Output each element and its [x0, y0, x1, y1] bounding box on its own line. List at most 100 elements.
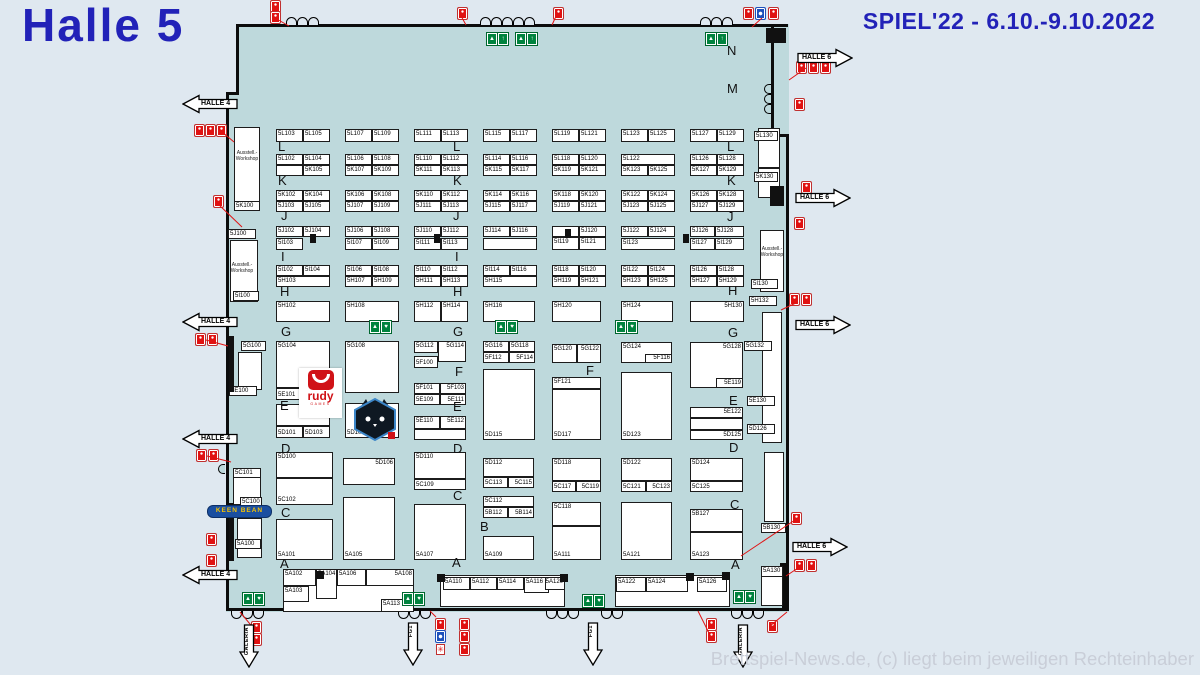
- wall-block: [565, 229, 571, 238]
- booth-5C115: 5C115: [508, 477, 534, 488]
- exit-icon: ▲: [734, 591, 744, 603]
- exit-sign-pair: ▲♥: [370, 321, 391, 333]
- row-letter-H: H: [453, 284, 463, 299]
- wall-block: [310, 234, 316, 243]
- booth-5J121: 5J121: [579, 201, 606, 212]
- booth-5D122: 5D122: [621, 458, 672, 481]
- door-arc: [731, 611, 742, 619]
- wall-block: [766, 28, 786, 43]
- booth-5C112: 5C112: [483, 496, 534, 507]
- booth-5I129: 5I129: [715, 238, 744, 250]
- booth-5I107: 5I107: [345, 238, 372, 250]
- booth-box: [238, 352, 262, 390]
- booth-5K130: 5K130: [754, 172, 778, 182]
- fire-extinguisher-icon: [797, 62, 806, 73]
- booth-5L129: 5L129: [717, 129, 744, 142]
- black-cat-logo: [351, 396, 399, 442]
- exit-sign-pair: ▲♥: [583, 595, 604, 607]
- booth-5H109: 5H109: [372, 276, 399, 287]
- booth-5L104: 5L104: [303, 154, 330, 165]
- fire-extinguisher-icon: [802, 182, 811, 193]
- booth-box: [764, 452, 784, 522]
- booth-5A109: 5A109: [483, 536, 534, 560]
- booth-5K119: 5K119: [552, 165, 579, 176]
- booth-5K106: 5K106: [345, 190, 372, 201]
- wall-block: [434, 234, 440, 243]
- row-letter-E: E: [453, 399, 462, 414]
- booth-5L103: 5L103: [276, 129, 303, 142]
- door-arc: [242, 611, 253, 619]
- fire-extinguisher-icon: [821, 62, 830, 73]
- fire-extinguisher-icon: [707, 631, 716, 642]
- booth-5D124: 5D124: [690, 458, 743, 481]
- booth-5D126: 5D126: [747, 424, 775, 434]
- booth-5A111: 5A111: [552, 526, 601, 560]
- booth-5L120: 5L120: [579, 154, 606, 165]
- booth-5K110: 5K110: [414, 190, 441, 201]
- booth-5L113: 5L113: [441, 129, 468, 142]
- booth-5L112: 5L112: [441, 154, 468, 165]
- exit-icon: ▲: [496, 321, 506, 333]
- booth-5C113: 5C113: [483, 477, 508, 488]
- booth-5J106: 5J106: [345, 226, 372, 237]
- booth-5I124: 5I124: [648, 265, 675, 276]
- booth-5I109: 5I109: [372, 238, 399, 250]
- door-arc: [557, 611, 568, 619]
- fire-extinguisher-icon: [792, 513, 801, 524]
- booth-5G114: 5G114: [438, 341, 466, 362]
- exit-sign-pair: ▲♥: [243, 593, 264, 605]
- arrow-halle-6: HALLE 6: [797, 48, 853, 68]
- booth-5C101: 5C101: [233, 468, 261, 478]
- row-letter-C: C: [281, 505, 291, 520]
- booth-5G132: 5G132: [744, 341, 772, 351]
- rudy-mark-icon: [307, 370, 334, 390]
- door-arc: [764, 104, 771, 114]
- door-arc: [502, 17, 513, 25]
- booth-5G120: 5G120: [552, 344, 577, 363]
- booth-5K102: 5K102: [276, 190, 303, 201]
- workshop-box: Ausstell.- Workshop: [760, 246, 784, 258]
- exit-sign-pair: ▲↑: [706, 33, 727, 45]
- exit-icon: ▲: [616, 321, 626, 333]
- booth-5C123: 5C123: [646, 481, 672, 492]
- booth-5D100: 5D100: [276, 452, 333, 478]
- booth-5I127: 5I127: [690, 238, 715, 250]
- watermark: Brettspiel-News.de, (c) liegt beim jewei…: [710, 648, 1194, 669]
- arrow-galeria: GALERIA: [238, 624, 260, 668]
- booth-5K118: 5K118: [552, 190, 579, 201]
- door-arc: [711, 17, 722, 25]
- fire-extinguisher-icon: [271, 1, 280, 12]
- fire-extinguisher-icon: [795, 560, 804, 571]
- booth-5J127: 5J127: [690, 201, 717, 212]
- row-letter-J: J: [727, 209, 734, 224]
- booth-5H125: 5H125: [648, 276, 675, 287]
- booth-5E112: 5E112: [440, 416, 466, 429]
- row-letter-I: I: [455, 249, 459, 264]
- exit-icon: ▲: [516, 33, 526, 45]
- booth-5I128: 5I128: [717, 265, 744, 276]
- fire-extinguisher-icon: [271, 12, 280, 23]
- booth-5C119: 5C119: [576, 481, 601, 492]
- exit-icon: ▲: [706, 33, 716, 45]
- booth-5C125: 5C125: [690, 481, 743, 492]
- booth-5A103: 5A103: [283, 586, 309, 602]
- door-arc: [753, 611, 764, 619]
- info-icon-blue: [756, 8, 765, 19]
- row-letter-G: G: [728, 325, 739, 340]
- booth-5H121: 5H121: [579, 276, 606, 287]
- booth-5G112: 5G112: [414, 341, 438, 353]
- exit-sign-pair: ▲♥: [403, 593, 424, 605]
- booth-5B112: 5B112: [483, 507, 508, 518]
- exit-direction-icon: ♥: [745, 591, 755, 603]
- row-letter-D: D: [281, 441, 291, 456]
- row-letter-L: L: [453, 139, 461, 154]
- booth-5K122: 5K122: [621, 190, 648, 201]
- booth-5A121: 5A121: [621, 502, 672, 560]
- booth-5J111: 5J111: [414, 201, 441, 212]
- booth-5L123: 5L123: [621, 129, 648, 142]
- booth-5J103: 5J103: [276, 201, 303, 212]
- row-letter-E: E: [280, 398, 289, 413]
- arrow-fg1: FG1: [582, 622, 604, 666]
- booth-5G100: 5G100: [241, 341, 266, 351]
- door-arc: [546, 611, 557, 619]
